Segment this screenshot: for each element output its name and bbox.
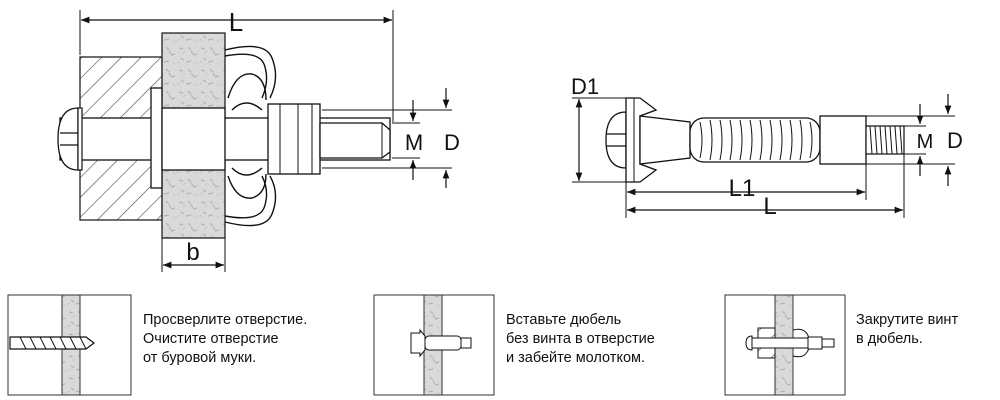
step2-line: и забейте молотком. [506, 350, 646, 366]
step1-line: Просверлите отверстие. [143, 312, 308, 328]
step3-instruction: Закрутите винт в дюбель. [856, 311, 958, 349]
step1-line: Очистите отверстие [143, 331, 279, 347]
step1-pictogram [7, 294, 132, 396]
dim-label-b: b [186, 239, 199, 266]
dim-label-M-right: M [917, 131, 934, 153]
dim-label-D-left: D [444, 130, 460, 155]
step2-line: без винта в отверстие [506, 331, 655, 347]
expanded-petals [224, 45, 277, 227]
step2-line: Вставьте дюбель [506, 312, 622, 328]
step3-line: Закрутите винт [856, 312, 959, 328]
step3-pictogram [724, 294, 846, 396]
anchor-side-view: D1 L1 L M D [571, 74, 963, 220]
step2-instruction: Вставьте дюбель без винта в отверстие и … [506, 311, 655, 368]
dim-label-L: L [229, 7, 243, 37]
dim-label-L-right: L [763, 193, 776, 220]
dim-label-D-right: D [947, 128, 963, 153]
collar [150, 87, 163, 189]
step2-pictogram [373, 294, 495, 396]
anchor-head [605, 111, 627, 169]
step1-instruction: Просверлите отверстие. Очистите отверсти… [143, 311, 307, 368]
step1-line: от буровой муки. [143, 350, 257, 366]
dim-label-M-left: M [405, 130, 423, 155]
anchor-nut [267, 103, 321, 175]
dim-label-L1: L1 [729, 175, 756, 202]
installed-anchor-drawing: L b M D [57, 7, 460, 272]
dim-label-D1: D1 [571, 74, 599, 99]
screw-head [57, 107, 79, 171]
step3-line: в дюбель. [856, 331, 923, 347]
